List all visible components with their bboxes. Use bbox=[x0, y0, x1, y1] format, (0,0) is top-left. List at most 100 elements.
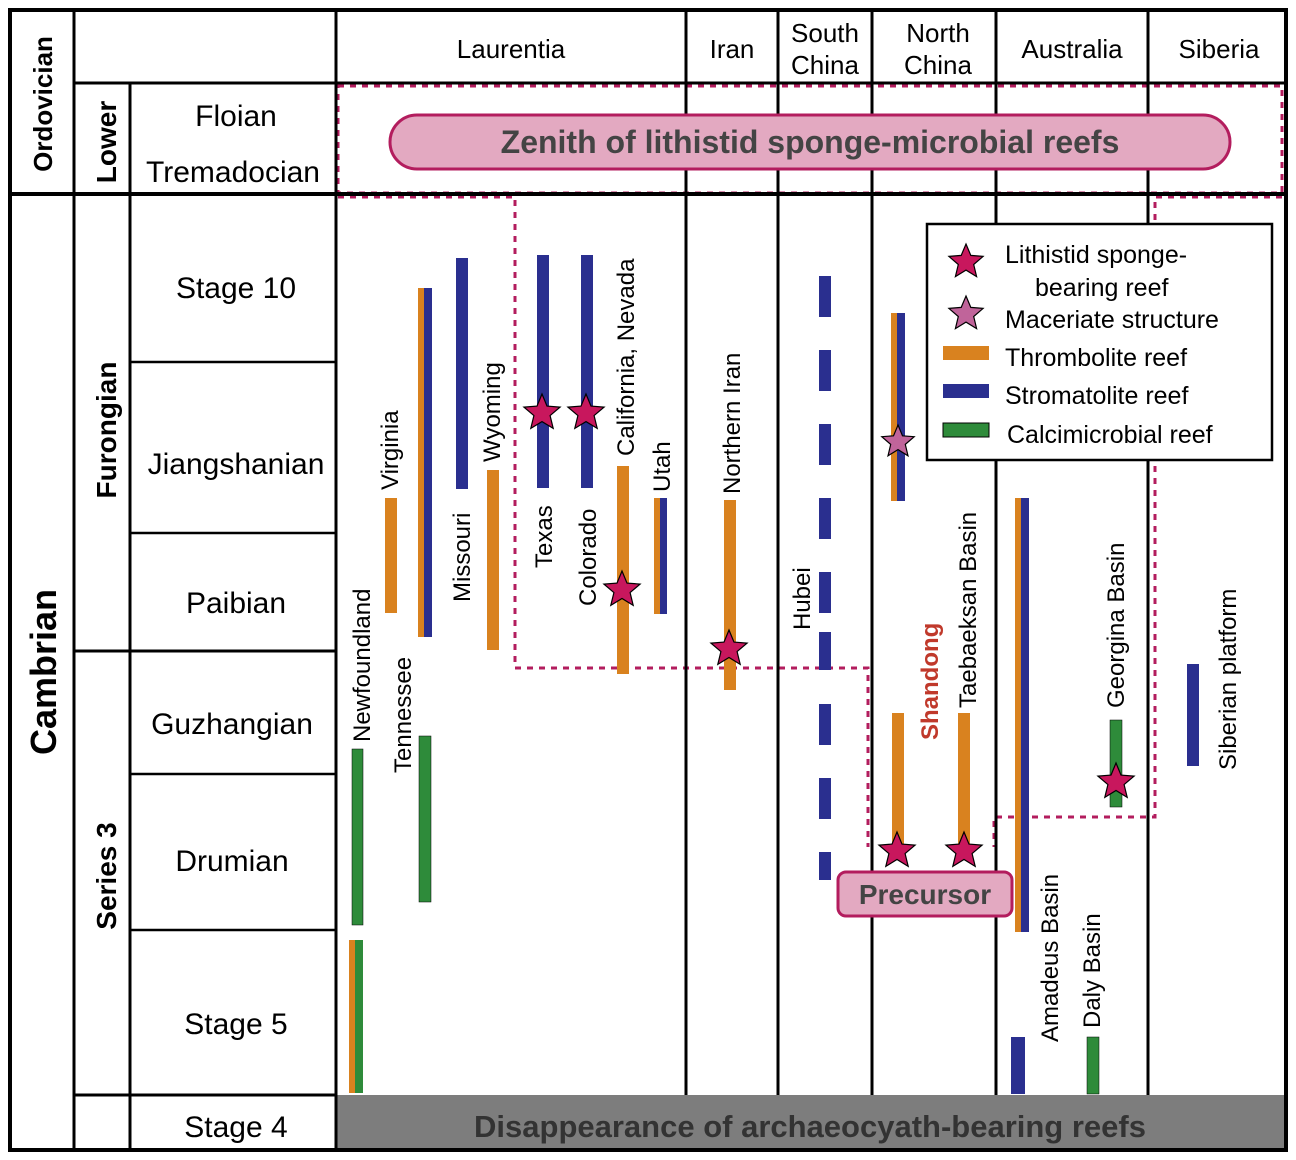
locality-hubei: Hubei bbox=[789, 567, 816, 630]
shandong-lithistid-star bbox=[877, 830, 917, 868]
region-headers: Laurentia Iran South China North China A… bbox=[457, 18, 1260, 80]
system-cambrian: Cambrian bbox=[23, 589, 64, 755]
hubei-stromatolite-dashed-bar bbox=[819, 276, 831, 880]
taebaeksan-lithistid-star bbox=[944, 830, 984, 868]
northern-iran-lithistid-star bbox=[709, 628, 749, 666]
wyoming-thrombolite-bar bbox=[487, 470, 499, 650]
newfoundland-calcimicrobial-bar bbox=[355, 940, 363, 1093]
utah-thrombolite-bar bbox=[654, 498, 660, 614]
shandong-maceriate-star bbox=[880, 423, 916, 458]
stage-label: Stage 5 bbox=[184, 1008, 287, 1041]
precursor-banner: Precursor bbox=[836, 870, 1014, 918]
locality-taebaeksan-basin: Taebaeksan Basin bbox=[955, 512, 982, 708]
zenith-text: Zenith of lithistid sponge-microbial ree… bbox=[501, 124, 1120, 160]
california-lithistid-star bbox=[602, 569, 642, 607]
locality-shandong: Shandong bbox=[917, 623, 944, 740]
legend-stromatolite: Stromatolite reef bbox=[1005, 382, 1188, 410]
legend-calcimicrobial-swatch bbox=[942, 422, 990, 438]
utah-stromatolite-bar bbox=[660, 498, 667, 614]
legend-thrombolite: Thrombolite reef bbox=[1005, 344, 1187, 372]
locality-colorado: Colorado bbox=[575, 509, 602, 606]
locality-newfoundland: Newfoundland bbox=[349, 589, 376, 742]
shandong-thrombolite-bar bbox=[892, 713, 904, 853]
range-bars bbox=[349, 255, 1199, 1095]
locality-utah: Utah bbox=[649, 441, 676, 492]
taebaeksan-thrombolite-bar bbox=[958, 713, 970, 853]
region-north-china-line1: North bbox=[906, 18, 970, 48]
series-lower: Lower bbox=[91, 101, 122, 184]
disappearance-band bbox=[336, 1095, 1286, 1150]
series-series3: Series 3 bbox=[91, 822, 122, 929]
legend-lithistid-line2: bearing reef bbox=[1035, 274, 1168, 302]
locality-tennessee: Tennessee bbox=[390, 657, 417, 773]
outer-border bbox=[8, 8, 1288, 1152]
legend-lithistid-star-icon bbox=[947, 242, 985, 278]
amadeus-stromatolite-bar bbox=[1021, 498, 1029, 932]
locality-missouri: Missouri bbox=[449, 513, 476, 602]
tennessee-stromatolite-bar bbox=[424, 288, 432, 637]
daly-calcimicrobial-bar bbox=[1086, 1036, 1100, 1095]
legend-thrombolite-swatch bbox=[943, 346, 989, 360]
stage-label: Tremadocian bbox=[146, 156, 320, 189]
stage-label: Floian bbox=[195, 100, 277, 133]
reef-markers bbox=[522, 392, 1136, 868]
locality-california-nevada: California, Nevada bbox=[613, 258, 640, 456]
tennessee-calcimicrobial-bar bbox=[418, 735, 432, 903]
stage-label: Stage 10 bbox=[176, 272, 296, 305]
siberian-stromatolite-bar bbox=[1187, 664, 1199, 766]
region-north-china-line2: China bbox=[904, 50, 972, 80]
locality-virginia: Virginia bbox=[377, 410, 404, 490]
stage-label: Jiangshanian bbox=[148, 448, 325, 481]
system-labels: Ordovician Cambrian Lower Furongian Seri… bbox=[23, 36, 122, 930]
zenith-banner: Zenith of lithistid sponge-microbial ree… bbox=[388, 113, 1232, 171]
precursor-text: Precursor bbox=[859, 879, 991, 910]
legend-stars bbox=[947, 242, 985, 330]
locality-northern-iran: Northern Iran bbox=[719, 353, 746, 494]
region-laurentia: Laurentia bbox=[457, 34, 566, 64]
colorado-lithistid-star bbox=[566, 392, 606, 430]
locality-amadeus-basin: Amadeus Basin bbox=[1037, 874, 1064, 1042]
siberia-zenith-outline bbox=[992, 195, 1282, 847]
newfoundland-calcimicrobial-bar bbox=[351, 748, 364, 926]
disappearance-text: Disappearance of archaeocyath-bearing re… bbox=[474, 1109, 1146, 1144]
texas-stromatolite-bar bbox=[537, 255, 549, 488]
stage-label: Stage 4 bbox=[184, 1111, 287, 1144]
region-south-china-line1: South bbox=[791, 18, 859, 48]
georgina-lithistid-star bbox=[1096, 761, 1136, 799]
tennessee-thrombolite-bar bbox=[418, 288, 424, 637]
legend-lithistid-line1: Lithistid sponge- bbox=[1005, 241, 1187, 269]
legend-box bbox=[925, 222, 1274, 462]
amadeus-thrombolite-bar bbox=[1015, 498, 1021, 932]
stage-label: Guzhangian bbox=[151, 708, 313, 741]
dotted-outlines bbox=[336, 84, 1284, 847]
legend-maceriate-star-icon bbox=[947, 294, 985, 330]
colorado-stromatolite-bar bbox=[581, 255, 593, 488]
region-australia: Australia bbox=[1021, 34, 1123, 64]
missouri-stromatolite-bar bbox=[456, 258, 468, 489]
locality-wyoming: Wyoming bbox=[479, 362, 506, 462]
northern-iran-thrombolite-bar bbox=[724, 500, 736, 690]
locality-georgina-basin: Georgina Basin bbox=[1103, 543, 1130, 708]
stage-label: Drumian bbox=[175, 845, 288, 878]
california-thrombolite-bar bbox=[617, 466, 629, 674]
laurentia-zenith-outline bbox=[338, 195, 870, 847]
stage-label: Paibian bbox=[186, 587, 286, 620]
stage-labels: Floian Tremadocian Stage 10 Jiangshanian… bbox=[146, 100, 324, 1144]
locality-texas: Texas bbox=[531, 505, 558, 568]
newfoundland-thrombolite-bar bbox=[349, 940, 355, 1093]
locality-siberian-platform: Siberian platform bbox=[1215, 589, 1242, 770]
virginia-thrombolite-bar bbox=[385, 498, 397, 613]
legend-stromatolite-swatch bbox=[943, 384, 989, 398]
series-furongian: Furongian bbox=[91, 362, 122, 499]
region-iran: Iran bbox=[710, 34, 755, 64]
system-ordovician: Ordovician bbox=[28, 36, 58, 172]
region-siberia: Siberia bbox=[1179, 34, 1260, 64]
locality-daly-basin: Daly Basin bbox=[1079, 913, 1106, 1028]
shandong-thrombolite-bar bbox=[891, 313, 897, 501]
legend-calcimicrobial: Calcimicrobial reef bbox=[1007, 421, 1213, 449]
shandong-stromatolite-bar bbox=[897, 313, 905, 501]
legend-maceriate: Maceriate structure bbox=[1005, 306, 1219, 334]
amadeus-stromatolite-bar bbox=[1011, 1037, 1025, 1094]
locality-labels: Newfoundland Virginia Tennessee Missouri… bbox=[349, 258, 1242, 1042]
